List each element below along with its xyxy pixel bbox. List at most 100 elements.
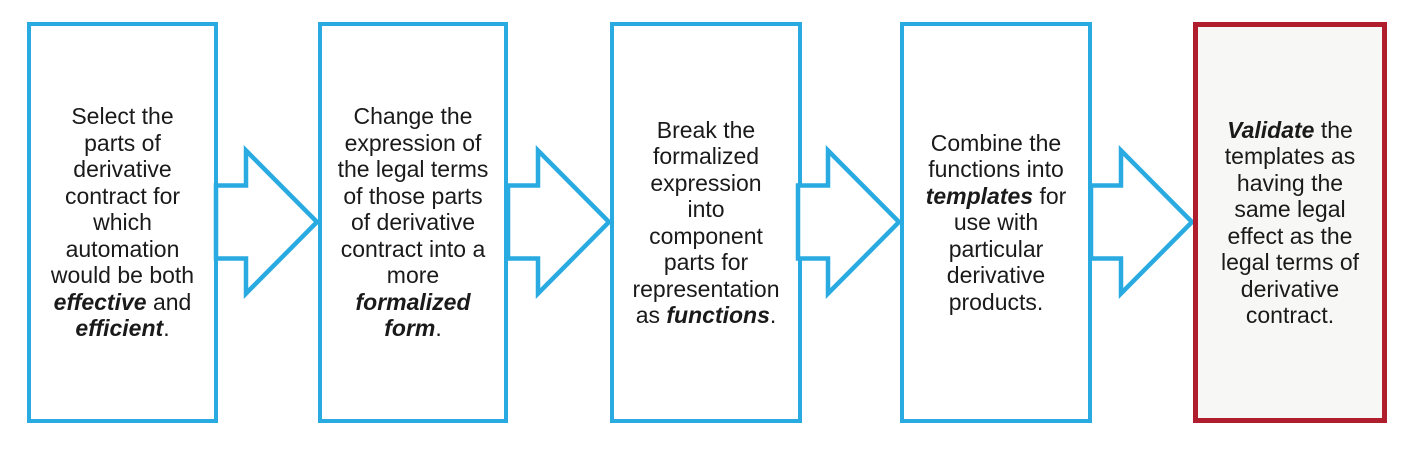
text-line: same legal	[1198, 196, 1382, 223]
text-segment: of derivative	[350, 209, 475, 236]
text-line: automation	[31, 236, 214, 263]
text-segment: Combine the	[930, 129, 1062, 156]
text-segment: Select the	[71, 103, 174, 130]
text-segment: contract for	[64, 182, 181, 209]
text-segment: derivative	[73, 156, 172, 183]
text-line: more	[322, 262, 504, 289]
text-line: templates for	[904, 183, 1088, 210]
text-segment: expression of	[344, 129, 482, 156]
text-segment: as	[635, 302, 667, 328]
text-line: contract.	[1198, 302, 1382, 329]
text-line: templates as	[1198, 143, 1382, 170]
text-line: formalized	[322, 289, 504, 316]
text-line: contract for	[31, 183, 214, 210]
text-line: form.	[322, 315, 504, 342]
emphasized-text: templates	[925, 182, 1034, 209]
right-block-arrow-icon-3	[795, 145, 903, 299]
text-line: particular	[904, 236, 1088, 263]
text-segment: parts for	[663, 249, 749, 275]
text-line: effect as the	[1198, 223, 1382, 250]
text-segment: contract.	[1245, 302, 1335, 328]
text-segment: particular	[948, 235, 1044, 262]
text-segment: and	[146, 288, 192, 315]
text-line: component	[614, 223, 798, 250]
text-line: Select the	[31, 103, 214, 130]
text-line: of those parts	[322, 183, 504, 210]
text-segment: derivative	[946, 262, 1046, 289]
text-line: legal terms of	[1198, 249, 1382, 276]
text-segment: use with	[953, 209, 1039, 236]
text-segment: the legal terms	[337, 156, 489, 183]
text-segment: representation	[632, 275, 780, 302]
text-line: the legal terms	[322, 156, 504, 183]
text-line: derivative	[1198, 276, 1382, 303]
text-segment: parts of	[84, 129, 161, 156]
text-segment: into	[687, 196, 725, 222]
text-line: efficient.	[31, 315, 214, 342]
text-segment: having the	[1236, 169, 1344, 196]
emphasized-text: form	[384, 315, 436, 342]
text-segment: effect as the	[1227, 222, 1353, 249]
text-segment: .	[435, 315, 442, 342]
text-line: representation	[614, 276, 798, 303]
emphasized-text: functions	[666, 302, 770, 328]
right-block-arrow-icon-1	[213, 145, 321, 299]
text-segment: .	[163, 315, 170, 342]
text-segment: Break the	[656, 116, 756, 143]
text-segment: .	[769, 302, 777, 328]
text-segment: for	[1033, 182, 1067, 209]
text-segment: Change the	[353, 103, 473, 130]
text-line: effective and	[31, 289, 214, 316]
text-segment: formalized	[652, 143, 760, 169]
text-segment: legal terms of	[1220, 249, 1360, 275]
text-line: Break the	[614, 117, 798, 144]
text-segment: expression	[650, 169, 762, 196]
emphasized-text: Validate	[1227, 116, 1315, 143]
text-line: which	[31, 209, 214, 236]
emphasized-text: efficient	[75, 315, 164, 342]
text-line: parts for	[614, 249, 798, 276]
text-line: as functions.	[614, 302, 798, 329]
text-line: contract into a	[322, 236, 504, 263]
text-segment: component	[649, 222, 763, 249]
text-line: having the	[1198, 170, 1382, 197]
text-segment: more	[386, 262, 440, 289]
text-segment: automation	[65, 235, 180, 262]
text-segment: templates as	[1224, 143, 1356, 169]
emphasized-text: formalized	[355, 288, 471, 315]
text-line: parts of	[31, 130, 214, 157]
text-line: derivative	[904, 262, 1088, 289]
text-segment: contract into a	[340, 235, 486, 262]
right-block-arrow-icon-4	[1088, 145, 1196, 299]
text-line: Validate the	[1198, 117, 1382, 144]
text-segment: the	[1314, 116, 1353, 143]
emphasized-text: effective	[53, 288, 147, 315]
text-line: functions into	[904, 156, 1088, 183]
text-line: of derivative	[322, 209, 504, 236]
text-line: Combine the	[904, 130, 1088, 157]
text-line: Change the	[322, 103, 504, 130]
text-line: expression	[614, 170, 798, 197]
text-line: would be both	[31, 262, 214, 289]
text-line: use with	[904, 209, 1088, 236]
text-line: expression of	[322, 130, 504, 157]
text-line: products.	[904, 289, 1088, 316]
text-segment: same legal	[1234, 196, 1346, 222]
text-line: formalized	[614, 143, 798, 170]
text-line: into	[614, 196, 798, 223]
text-segment: of those parts	[343, 182, 483, 209]
text-segment: products.	[948, 288, 1044, 315]
text-segment: functions into	[928, 156, 1064, 183]
right-block-arrow-icon-2	[505, 145, 613, 299]
